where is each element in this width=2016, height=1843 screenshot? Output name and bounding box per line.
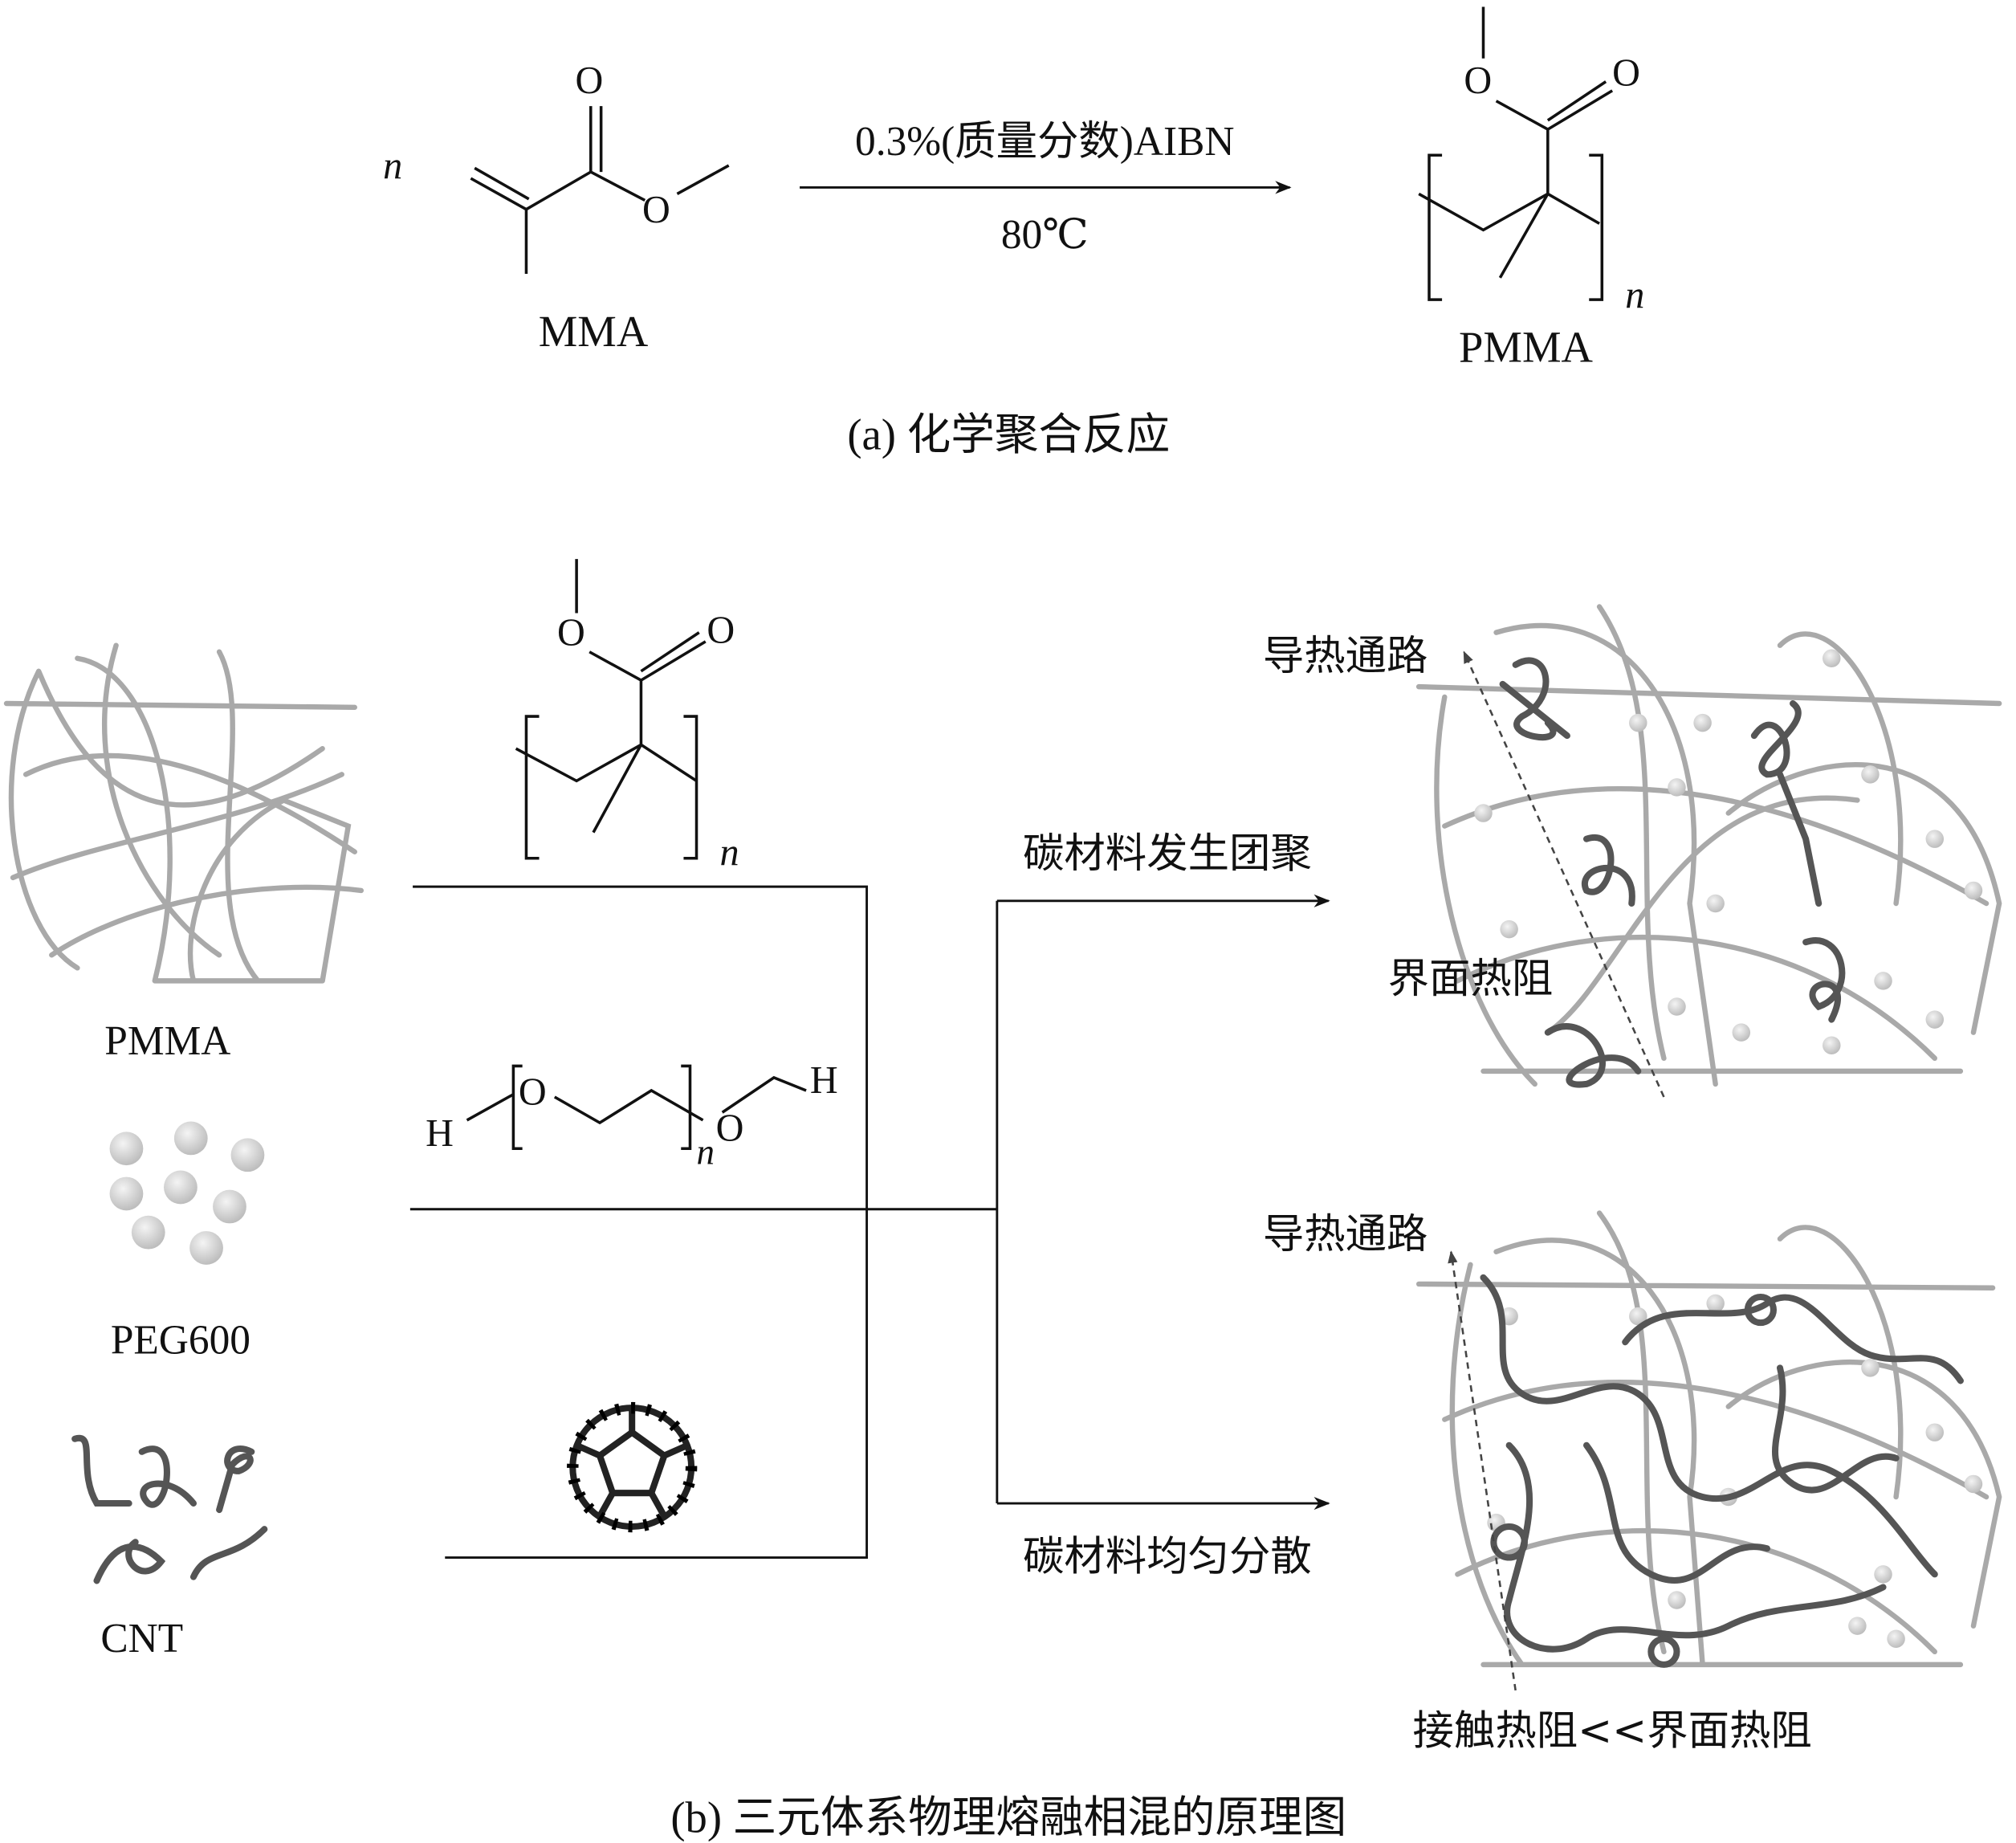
atom-o: O bbox=[1612, 51, 1640, 94]
interface-resistance-label: 界面热阻 bbox=[1388, 955, 1554, 1003]
cnt-squiggle-icon bbox=[71, 1434, 268, 1584]
atom-o: O bbox=[716, 1107, 744, 1150]
dispersed-composite-icon bbox=[1415, 1210, 2002, 1691]
fullerene-icon bbox=[567, 1401, 698, 1533]
thermal-path-label-top: 导热通路 bbox=[1263, 632, 1428, 680]
component-label-pmma: PMMA bbox=[104, 1018, 230, 1064]
caption-a: (a) 化学聚合反应 bbox=[847, 410, 1170, 459]
atom-h: H bbox=[426, 1112, 454, 1155]
subscript-n: n bbox=[719, 831, 739, 874]
connector-lines bbox=[409, 885, 1330, 1559]
reagent-text: 0.3%(质量分数)AIBN bbox=[855, 119, 1234, 165]
atom-o: O bbox=[576, 59, 604, 102]
atom-o: O bbox=[707, 609, 735, 651]
reaction-scheme: n O O MMA 0.3%(质量分数)AIBN 80℃ O O n PMMA … bbox=[383, 6, 1644, 459]
atom-o: O bbox=[642, 189, 670, 231]
thermal-path-arrow bbox=[1448, 1250, 1517, 1691]
contact-resistance-label: 接触热阻<<界面热阻 bbox=[1413, 1706, 1812, 1755]
peg-structure: H O O H n bbox=[426, 1059, 838, 1172]
agglomerated-composite-icon bbox=[1415, 604, 2002, 1098]
subscript-n: n bbox=[697, 1132, 715, 1172]
peg-dots-icon bbox=[109, 1121, 265, 1265]
pmma-label: PMMA bbox=[1459, 322, 1593, 371]
component-label-cnt: CNT bbox=[100, 1616, 183, 1662]
mma-structure: O O bbox=[470, 59, 730, 275]
pmma-structure-b: O O n bbox=[515, 559, 739, 874]
mma-label: MMA bbox=[539, 307, 649, 356]
outcome-label-agglomeration: 碳材料发生团聚 bbox=[1023, 830, 1312, 878]
pmma-structure: O O n bbox=[1418, 6, 1644, 316]
atom-o: O bbox=[519, 1071, 547, 1114]
caption-b: (b) 三元体系物理熔融相混的原理图 bbox=[670, 1793, 1346, 1842]
atom-o: O bbox=[557, 612, 585, 654]
outcome-label-dispersion: 碳材料均匀分散 bbox=[1023, 1533, 1312, 1581]
atom-h: H bbox=[810, 1059, 838, 1102]
component-label-peg600: PEG600 bbox=[111, 1318, 250, 1364]
condition-text: 80℃ bbox=[1001, 212, 1089, 258]
thermal-path-label-bottom: 导热通路 bbox=[1263, 1210, 1428, 1258]
thermal-path-arrow bbox=[1463, 650, 1665, 1098]
atom-o: O bbox=[1464, 59, 1492, 102]
coefficient-n: n bbox=[383, 145, 402, 187]
pmma-scribble-icon bbox=[3, 642, 365, 984]
subscript-n: n bbox=[1625, 274, 1644, 316]
